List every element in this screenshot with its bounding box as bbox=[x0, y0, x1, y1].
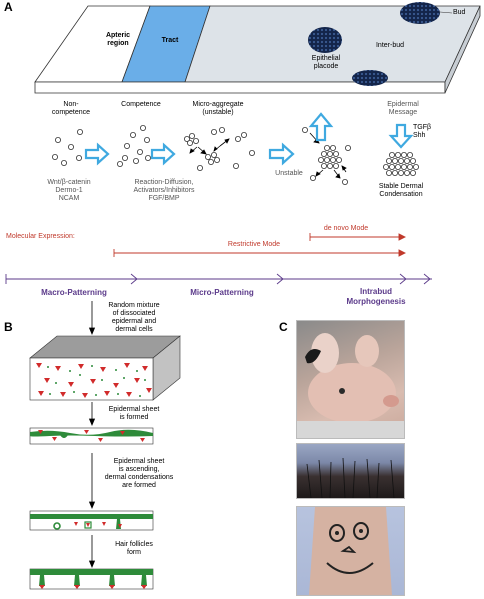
interbud-label: Inter-bud bbox=[375, 42, 405, 49]
intrabud-morphogenesis-label: Intrabud Morphogenesis bbox=[346, 287, 406, 306]
panel-b-step4-label: Hair follicles form bbox=[115, 541, 153, 556]
epidermal-message-label: Epidermal Message bbox=[387, 101, 419, 116]
block-red-cells bbox=[36, 363, 152, 398]
cells-competence bbox=[117, 125, 151, 167]
bud-leader bbox=[439, 11, 453, 14]
rd-factors-label: Reaction-Diffusion, Activators/Inhibitor… bbox=[133, 179, 195, 202]
denovo-mode-label: de novo Mode bbox=[323, 225, 369, 232]
tract-label: Tract bbox=[161, 37, 179, 44]
cells-microaggregate bbox=[183, 127, 255, 171]
cells-unstable bbox=[301, 127, 351, 185]
placode-bud-icon bbox=[308, 27, 342, 53]
denovo-line bbox=[309, 233, 407, 241]
hair-texture bbox=[306, 457, 395, 498]
panel-label-b: B bbox=[4, 320, 13, 334]
panel-b-step2-label: Epidermal sheet is formed bbox=[108, 406, 160, 421]
sheet4-papillae bbox=[39, 585, 147, 589]
bud-label: Bud bbox=[453, 9, 466, 16]
apteric-label: Apteric region bbox=[105, 32, 131, 47]
placode-label: Epithelial placode bbox=[311, 55, 341, 70]
micro-patterning-label: Micro-Patterning bbox=[190, 288, 254, 297]
block-green-cells bbox=[47, 365, 146, 397]
noncompetence-label: Non- competence bbox=[51, 101, 91, 116]
sheet2-bump bbox=[60, 435, 68, 438]
tgf-shh-label: TGFβ Shh bbox=[413, 124, 432, 139]
panel-b-step3-label: Epidermal sheet is ascending, dermal con… bbox=[104, 458, 174, 489]
sheet3-condensations bbox=[53, 519, 122, 530]
unstable-label: Unstable bbox=[275, 170, 303, 177]
microaggregate-arrows bbox=[189, 138, 230, 155]
unstable-arrows bbox=[309, 132, 347, 179]
sheet4-follicles bbox=[39, 575, 147, 586]
blue-up-arrow bbox=[308, 112, 334, 142]
molecular-expression-label: Molecular Expression: bbox=[6, 233, 75, 240]
panel-b-arrows bbox=[88, 301, 96, 569]
cells-stable bbox=[382, 151, 419, 176]
mouse-photo-1 bbox=[296, 320, 405, 439]
restrictive-line bbox=[113, 249, 407, 257]
competence-label: Competence bbox=[121, 101, 161, 108]
microaggregate-label: Micro-aggregate (unstable) bbox=[192, 101, 244, 116]
smiley-skin bbox=[309, 507, 392, 595]
sheet4-epidermis bbox=[30, 569, 153, 575]
timeline-axis bbox=[5, 273, 432, 285]
wnt-factors-label: Wnt/β-catenin Dermo-1 NCAM bbox=[47, 179, 91, 202]
panel-b-step1-label: Random mixture of dissociated epidermal … bbox=[108, 302, 160, 333]
sheet-front-face bbox=[34, 81, 446, 94]
mouse-figure bbox=[297, 333, 404, 438]
stable-condensation-label: Stable Dermal Condensation bbox=[378, 183, 424, 198]
bud-bottom-icon bbox=[352, 70, 388, 86]
sheet3-epidermis bbox=[30, 514, 153, 519]
mouse-photo-3 bbox=[296, 506, 405, 596]
sheet-side-face bbox=[444, 5, 481, 94]
blue-down-arrow bbox=[388, 123, 414, 149]
sheet2-red-cells bbox=[38, 430, 145, 442]
blue-right-arrows bbox=[84, 142, 295, 166]
cells-noncompetence bbox=[52, 128, 84, 166]
panel-label-c: C bbox=[279, 320, 288, 334]
bud-icon bbox=[400, 2, 440, 24]
panel-label-a: A bbox=[4, 0, 13, 14]
macro-patterning-label: Macro-Patterning bbox=[41, 288, 107, 297]
restrictive-mode-label: Restrictive Mode bbox=[227, 241, 281, 248]
mouse-photo-2 bbox=[296, 443, 405, 499]
